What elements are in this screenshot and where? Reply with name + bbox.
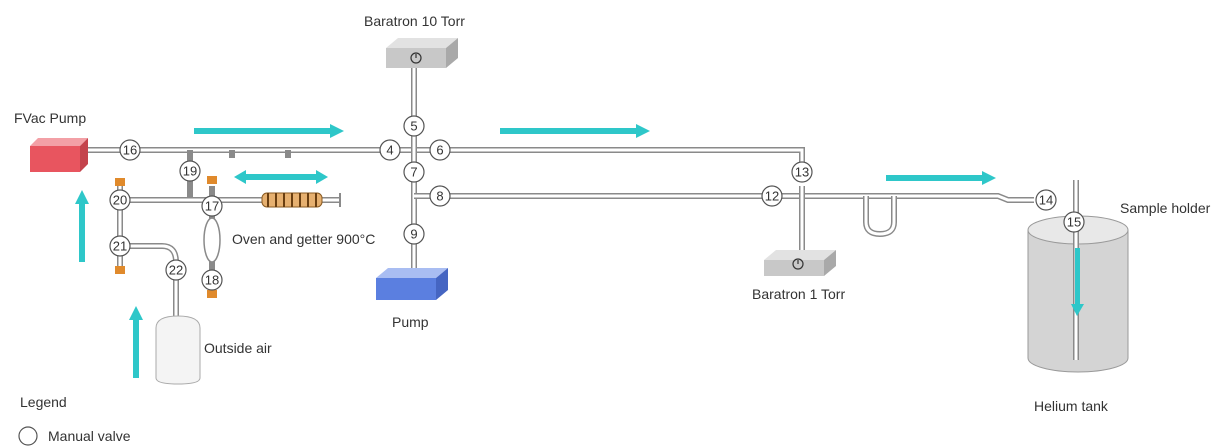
pipe-u-trap	[863, 196, 897, 238]
valve-20[interactable]: 20	[109, 189, 131, 211]
valves: 5 4 6 7 8 9 16 19 20 17 21 22 18 13 12 1…	[109, 115, 1085, 291]
valve-22-label: 22	[169, 263, 183, 278]
valve-7[interactable]: 7	[403, 161, 425, 183]
valve-21-label: 21	[113, 239, 127, 254]
valve-18-label: 18	[205, 273, 219, 288]
legend-title: Legend	[20, 394, 67, 410]
valve-14[interactable]: 14	[1035, 189, 1057, 211]
valve-17-label: 17	[205, 199, 219, 214]
outside-air-cylinder	[155, 315, 201, 385]
valve-16[interactable]: 16	[119, 139, 141, 161]
flow-arrows	[75, 124, 1084, 378]
fitting-20-top	[115, 178, 125, 186]
valve-14-label: 14	[1039, 193, 1053, 208]
baratron-1-torr	[764, 250, 836, 276]
valve-22[interactable]: 22	[165, 259, 187, 281]
outside-air-label: Outside air	[204, 340, 272, 356]
baratron-1-label: Baratron 1 Torr	[752, 286, 845, 302]
legend-manual-valve-label: Manual valve	[48, 428, 131, 444]
valve-17[interactable]: 17	[201, 195, 223, 217]
valve-12-label: 12	[765, 189, 779, 204]
valve-7-label: 7	[410, 165, 417, 180]
valve-20-label: 20	[113, 193, 127, 208]
flow-arrow-down-icon	[1071, 248, 1084, 316]
valve-6-label: 6	[436, 143, 443, 158]
valve-8-label: 8	[436, 189, 443, 204]
fitting-18-bottom	[207, 290, 217, 298]
flow-arrow-right-icon	[500, 124, 650, 138]
baratron-10-label: Baratron 10 Torr	[364, 13, 465, 29]
oven-label: Oven and getter 900°C	[232, 231, 375, 247]
valve-13[interactable]: 13	[791, 161, 813, 183]
valve-fittings	[115, 176, 217, 298]
gauge-dial-icon	[410, 52, 422, 64]
pipe-21-22	[120, 243, 179, 316]
valve-15[interactable]: 15	[1063, 211, 1085, 233]
flow-arrow-bidirectional-icon	[234, 170, 328, 184]
baratron-10-torr	[386, 38, 458, 68]
flow-arrow-up-icon	[129, 306, 143, 378]
fvac-pump-label: FVac Pump	[14, 110, 86, 126]
legend-manual-valve-icon	[18, 426, 38, 446]
flow-arrow-right-icon	[194, 124, 344, 138]
valve-9-label: 9	[410, 227, 417, 242]
valve-19-label: 19	[183, 164, 197, 179]
helium-tank-label: Helium tank	[1034, 398, 1109, 414]
legend: Legend Manual valve	[18, 394, 131, 446]
fitting-17-top	[207, 176, 217, 184]
sample-holder-label: Sample holder	[1120, 200, 1211, 216]
fitting-21-bottom	[115, 266, 125, 274]
gauge-dial-icon	[792, 258, 804, 270]
valve-4[interactable]: 4	[379, 139, 401, 161]
flow-arrow-up-icon	[75, 190, 89, 262]
flow-arrow-right-icon	[886, 171, 996, 185]
valve-9[interactable]: 9	[403, 223, 425, 245]
valve-12[interactable]: 12	[761, 185, 783, 207]
valve-19[interactable]: 19	[179, 160, 201, 182]
valve-5-label: 5	[410, 119, 417, 134]
valve-5[interactable]: 5	[403, 115, 425, 137]
valve-8[interactable]: 8	[429, 185, 451, 207]
oven-coil	[261, 192, 341, 208]
valve-16-label: 16	[123, 143, 137, 158]
valve-18[interactable]: 18	[201, 269, 223, 291]
pipe-21-22-bore	[120, 244, 178, 316]
pipe-stubs	[229, 150, 291, 158]
pump	[376, 268, 448, 300]
valve-21[interactable]: 21	[109, 235, 131, 257]
valve-13-label: 13	[795, 165, 809, 180]
pipe-u-trap-bore	[864, 196, 896, 236]
fvac-pump	[30, 138, 88, 172]
pump-label: Pump	[392, 314, 429, 330]
pipework	[86, 62, 1079, 360]
valve-4-label: 4	[386, 143, 393, 158]
oven-cell	[203, 217, 221, 263]
valve-15-label: 15	[1067, 215, 1081, 230]
valve-6[interactable]: 6	[429, 139, 451, 161]
pipe-line-to-helium-bore	[414, 194, 1034, 202]
